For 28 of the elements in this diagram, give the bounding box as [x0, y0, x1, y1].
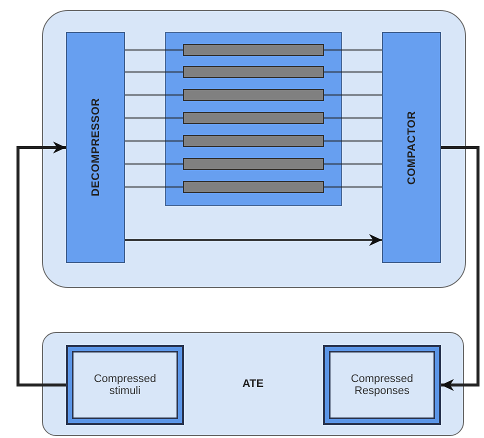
tester-panel: [42, 332, 464, 436]
scan-chain-bar: [183, 181, 324, 193]
arrow: [125, 234, 382, 246]
buffer-box: [323, 345, 441, 425]
connector-line: [324, 140, 382, 142]
scan-chain-bar: [183, 89, 324, 101]
connector-line: [124, 140, 184, 142]
connector-line: [124, 94, 184, 96]
chip-block: [42, 10, 466, 288]
block-label: Compressed Responses: [350, 373, 414, 397]
connector-line: [324, 186, 382, 188]
block-label: COMPACTOR: [406, 110, 418, 184]
scan-chain-array: [165, 32, 342, 206]
decompressor-block: [66, 32, 125, 263]
scan-chain-bar: [183, 66, 324, 78]
block-label: ATE: [242, 378, 264, 390]
compactor-block: [382, 32, 441, 263]
connector-line: [324, 94, 382, 96]
connector-line: [124, 186, 184, 188]
scan-chain-bar: [183, 158, 324, 170]
block-label: Compressed stimuli: [92, 373, 158, 397]
buffer-box: [66, 345, 184, 425]
block-label: DECOMPRESSOR: [90, 98, 102, 197]
scan-chain-bar: [183, 44, 324, 56]
scan-chain-bar: [183, 112, 324, 124]
scan-chain-bar: [183, 135, 324, 147]
arrow: [16, 142, 66, 386]
arrow: [441, 146, 480, 391]
